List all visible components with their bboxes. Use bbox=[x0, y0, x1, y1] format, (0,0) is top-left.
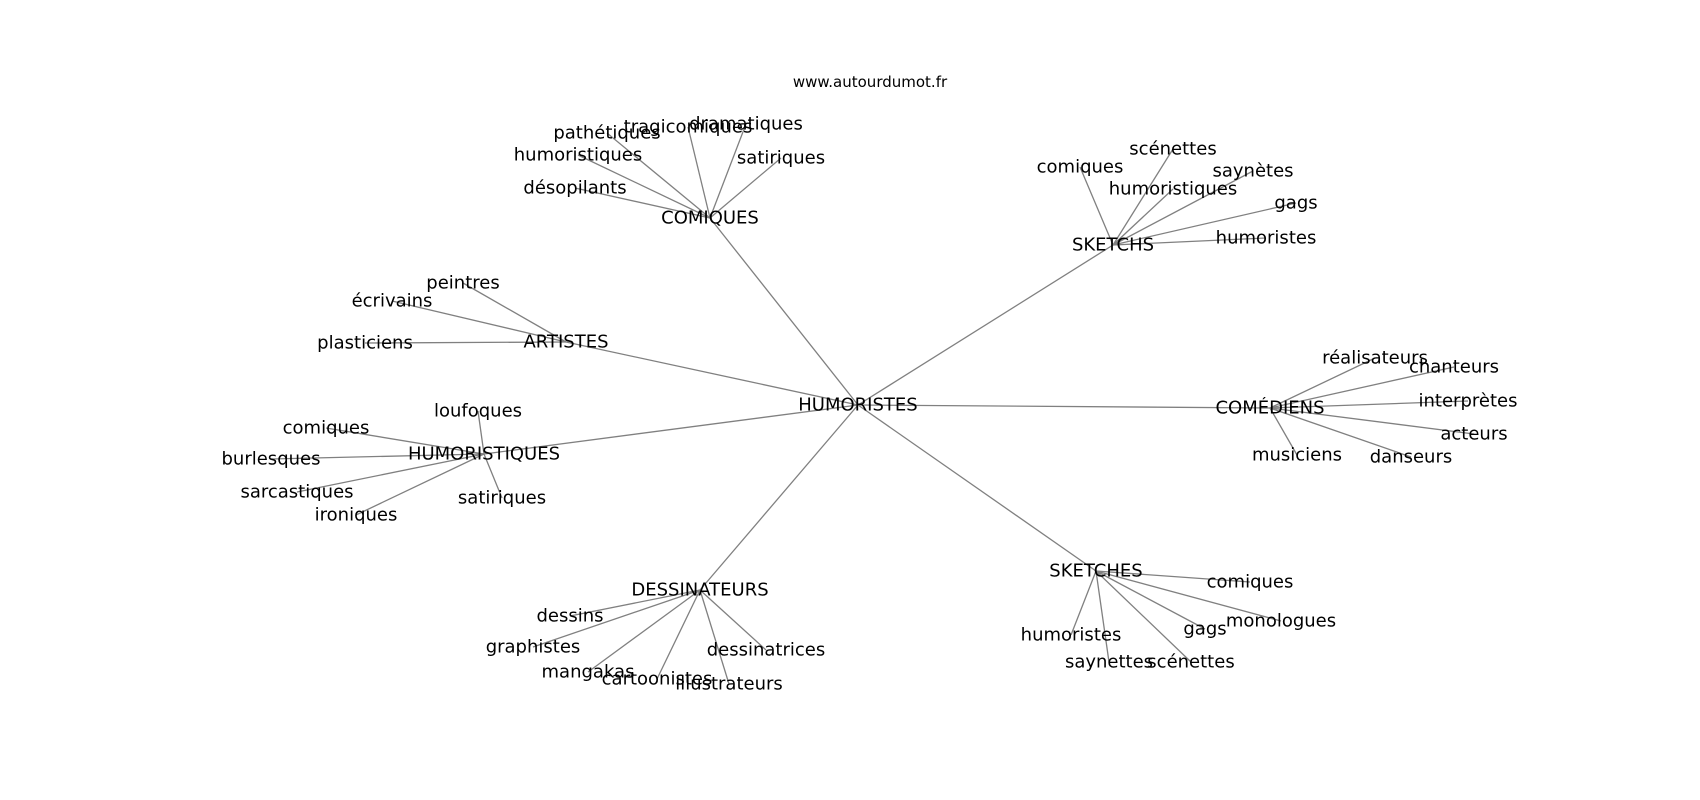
leaf-node-dessinateurs-5[interactable]: illustrateurs bbox=[675, 674, 783, 695]
leaf-node-sketches-2[interactable]: gags bbox=[1183, 619, 1226, 640]
leaf-node-comiques-3[interactable]: humoristiques bbox=[514, 145, 643, 166]
leaf-node-sketches-0[interactable]: comiques bbox=[1207, 572, 1294, 593]
leaf-node-comediens-5[interactable]: danseurs bbox=[1370, 447, 1453, 468]
group-node-comiques[interactable]: COMIQUES bbox=[661, 208, 759, 229]
graph-edges bbox=[270, 123, 1475, 685]
edge-center-dessinateurs bbox=[699, 404, 859, 591]
leaf-node-artistes-1[interactable]: écrivains bbox=[352, 291, 433, 312]
group-node-comediens[interactable]: COMÉDIENS bbox=[1215, 397, 1324, 419]
edge-comiques-leaf-3 bbox=[577, 154, 711, 219]
leaf-node-dessinateurs-0[interactable]: dessins bbox=[536, 606, 603, 627]
leaf-node-comiques-2[interactable]: dramatiques bbox=[689, 114, 803, 135]
group-node-humoristiques[interactable]: HUMORISTIQUES bbox=[408, 444, 560, 465]
leaf-node-sketchs-0[interactable]: scénettes bbox=[1129, 139, 1216, 160]
leaf-node-sketchs-5[interactable]: humoristes bbox=[1216, 228, 1317, 249]
leaf-node-sketchs-2[interactable]: saynètes bbox=[1212, 161, 1293, 182]
edge-comediens-leaf-1 bbox=[1269, 366, 1455, 409]
group-node-sketches[interactable]: SKETCHES bbox=[1049, 561, 1142, 582]
edge-sketchs-leaf-2 bbox=[1112, 170, 1254, 246]
edge-center-comiques bbox=[709, 217, 859, 406]
edge-humoristiques-leaf-4 bbox=[483, 453, 503, 499]
leaf-node-sketchs-3[interactable]: humoristiques bbox=[1109, 179, 1238, 200]
edge-sketches-leaf-5 bbox=[1095, 570, 1192, 663]
leaf-node-dessinateurs-1[interactable]: graphistes bbox=[486, 637, 581, 658]
edge-artistes-leaf-1 bbox=[391, 300, 567, 343]
edge-center-sketches bbox=[857, 404, 1097, 572]
edge-sketches-leaf-3 bbox=[1070, 570, 1097, 636]
edge-dessinateurs-leaf-5 bbox=[699, 589, 730, 685]
edge-dessinateurs-leaf-1 bbox=[532, 589, 701, 648]
leaf-node-comiques-0[interactable]: pathétiques bbox=[553, 123, 660, 144]
edge-sketchs-leaf-5 bbox=[1112, 237, 1267, 246]
leaf-node-comiques-1[interactable]: tragicomiques bbox=[624, 117, 753, 138]
leaf-node-humoristiques-5[interactable]: ironiques bbox=[315, 505, 398, 526]
edge-sketches-leaf-4 bbox=[1095, 570, 1110, 663]
edge-comiques-leaf-2 bbox=[709, 123, 747, 219]
leaf-node-comediens-2[interactable]: interprètes bbox=[1419, 391, 1518, 412]
leaf-node-humoristiques-4[interactable]: satiriques bbox=[458, 488, 546, 509]
edge-center-humoristiques bbox=[483, 404, 859, 455]
edge-comiques-leaf-4 bbox=[709, 157, 782, 219]
edge-comiques-leaf-5 bbox=[574, 187, 711, 219]
leaf-node-comediens-4[interactable]: musiciens bbox=[1252, 445, 1342, 466]
edge-center-artistes bbox=[565, 341, 859, 406]
edge-comediens-leaf-0 bbox=[1269, 357, 1376, 409]
group-node-artistes[interactable]: ARTISTES bbox=[523, 332, 608, 353]
leaf-node-dessinateurs-4[interactable]: cartoonistes bbox=[602, 669, 713, 690]
edge-artistes-leaf-0 bbox=[462, 282, 567, 343]
leaf-node-sketchs-4[interactable]: gags bbox=[1274, 193, 1317, 214]
edge-sketches-leaf-0 bbox=[1095, 570, 1251, 583]
edge-humoristiques-leaf-2 bbox=[270, 453, 485, 460]
leaf-node-dessinateurs-2[interactable]: dessinatrices bbox=[707, 640, 826, 661]
edge-humoristiques-leaf-1 bbox=[325, 427, 485, 455]
edge-sketches-leaf-1 bbox=[1095, 570, 1282, 622]
edge-sketchs-leaf-3 bbox=[1112, 188, 1174, 246]
leaf-node-comiques-4[interactable]: satiriques bbox=[737, 148, 825, 169]
edge-comiques-leaf-1 bbox=[687, 126, 711, 219]
leaf-node-sketchs-1[interactable]: comiques bbox=[1037, 157, 1124, 178]
edge-dessinateurs-leaf-2 bbox=[699, 589, 767, 651]
edge-sketches-leaf-2 bbox=[1095, 570, 1206, 630]
center-node-label[interactable]: HUMORISTES bbox=[798, 395, 917, 416]
edge-center-comediens bbox=[857, 404, 1271, 409]
leaf-node-comediens-3[interactable]: acteurs bbox=[1440, 424, 1507, 445]
edge-humoristiques-leaf-5 bbox=[355, 453, 485, 516]
edge-sketchs-leaf-0 bbox=[1112, 148, 1174, 246]
edge-humoristiques-leaf-0 bbox=[477, 410, 485, 455]
leaf-node-artistes-0[interactable]: peintres bbox=[426, 273, 499, 294]
leaf-node-sketches-3[interactable]: humoristes bbox=[1021, 625, 1122, 646]
edge-center-sketchs bbox=[857, 244, 1114, 406]
leaf-node-sketches-4[interactable]: saynettes bbox=[1065, 652, 1153, 673]
graph-labels: HUMORISTES COMIQUES pathétiquestragicomiqu… bbox=[222, 114, 1518, 695]
edge-comediens-leaf-2 bbox=[1269, 400, 1469, 409]
edge-dessinateurs-leaf-0 bbox=[569, 589, 701, 617]
source-site-label: www.autourdumot.fr bbox=[793, 73, 948, 91]
group-node-dessinateurs[interactable]: DESSINATEURS bbox=[631, 580, 768, 601]
edge-comediens-leaf-5 bbox=[1269, 407, 1412, 458]
edge-comiques-leaf-0 bbox=[606, 132, 711, 219]
edge-comediens-leaf-3 bbox=[1269, 407, 1475, 435]
leaf-node-humoristiques-2[interactable]: burlesques bbox=[222, 449, 321, 470]
group-node-sketchs[interactable]: SKETCHS bbox=[1072, 235, 1154, 256]
leaf-node-sketches-1[interactable]: monologues bbox=[1226, 611, 1336, 632]
leaf-node-artistes-2[interactable]: plasticiens bbox=[317, 333, 413, 354]
edge-artistes-leaf-2 bbox=[364, 341, 567, 344]
edge-comediens-leaf-4 bbox=[1269, 407, 1298, 456]
leaf-node-comediens-0[interactable]: réalisateurs bbox=[1322, 348, 1428, 369]
leaf-node-sketches-5[interactable]: scénettes bbox=[1147, 652, 1234, 673]
leaf-node-humoristiques-3[interactable]: sarcastiques bbox=[240, 482, 353, 503]
leaf-node-comiques-5[interactable]: désopilants bbox=[523, 178, 626, 199]
leaf-node-humoristiques-1[interactable]: comiques bbox=[283, 418, 370, 439]
leaf-node-comediens-1[interactable]: chanteurs bbox=[1409, 357, 1499, 378]
edge-sketchs-leaf-4 bbox=[1112, 202, 1297, 246]
edge-dessinateurs-leaf-4 bbox=[656, 589, 701, 680]
edge-sketchs-leaf-1 bbox=[1079, 166, 1114, 246]
edge-dessinateurs-leaf-3 bbox=[587, 589, 701, 673]
leaf-node-dessinateurs-3[interactable]: mangakas bbox=[542, 662, 635, 683]
edge-humoristiques-leaf-3 bbox=[296, 453, 485, 493]
leaf-node-humoristiques-0[interactable]: loufoques bbox=[434, 401, 522, 422]
